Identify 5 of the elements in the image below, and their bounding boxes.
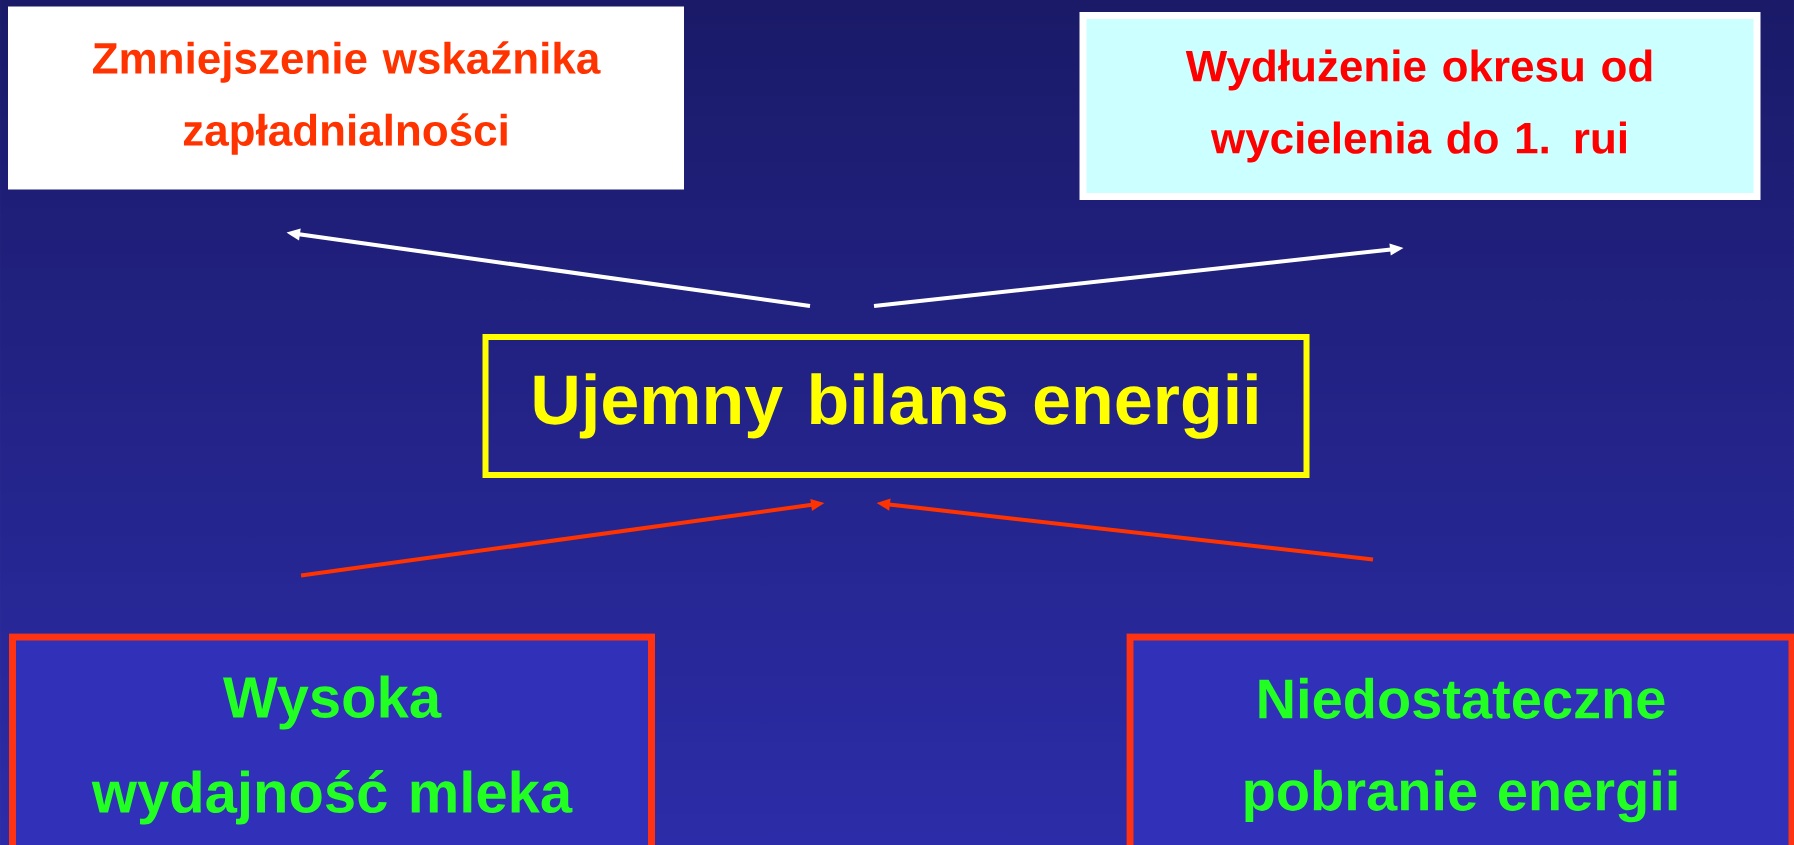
central-box: Ujemny bilans energii [482, 334, 1310, 478]
cause-box: Wysoka wydajność mleka [9, 633, 655, 845]
cause-box: Niedostateczne pobranie energii [1126, 633, 1794, 845]
text-box: Zmniejszenie wskaźnika zapładnialności [8, 6, 684, 190]
text-box: Wydłużenie okresu od wycielenia do 1. rui [1079, 12, 1761, 200]
